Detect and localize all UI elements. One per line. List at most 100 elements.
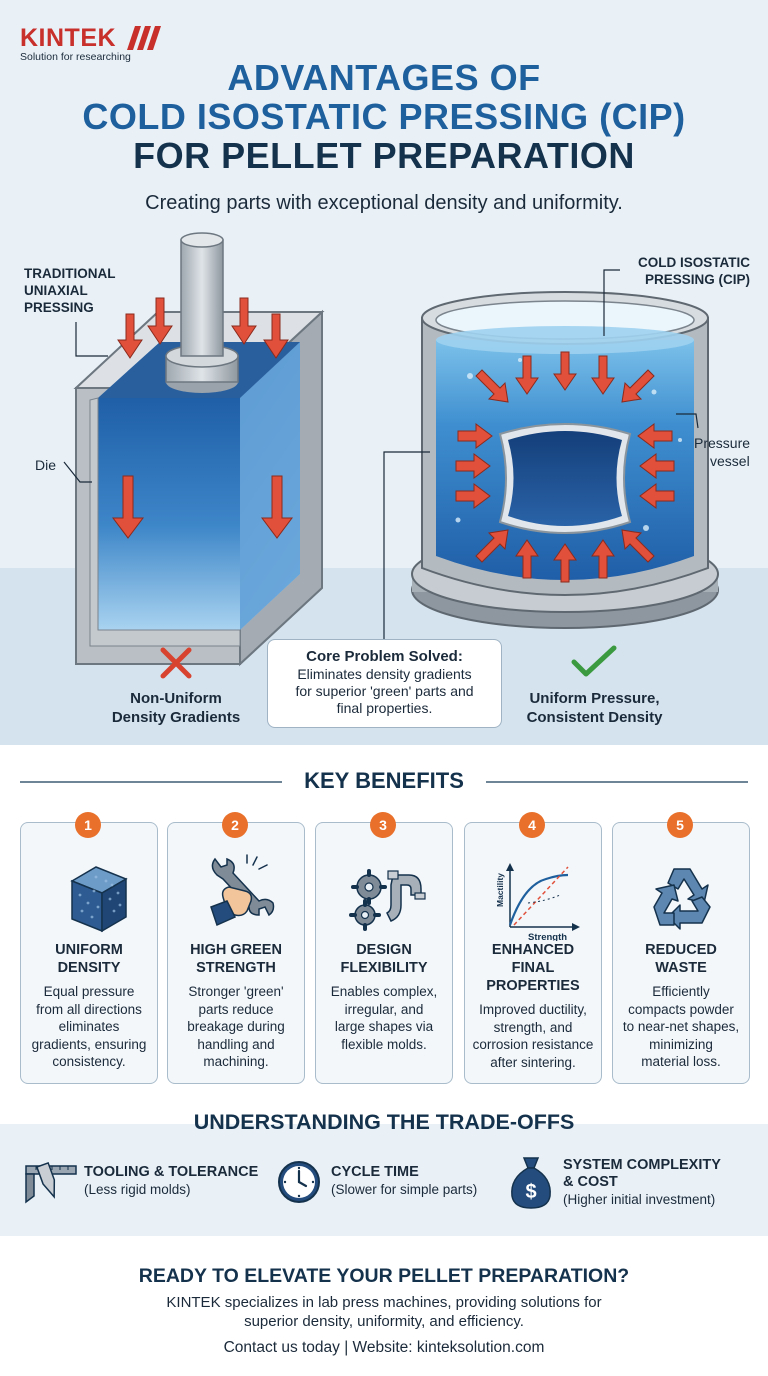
vessel-label: Pressure vessel	[694, 434, 750, 470]
cta-line-2: superior density, uniformity, and effici…	[244, 1313, 524, 1330]
benefit-number-badge: 2	[222, 812, 248, 838]
benefit-text-line: after sintering.	[490, 1054, 576, 1070]
benefit-card-5: 5 REDUCED WASTE Efficiently compacts pow…	[612, 812, 750, 1084]
uniaxial-label-line-2: UNIAXIAL	[24, 283, 88, 298]
cip-vessel-drawing	[383, 269, 719, 640]
bad-verdict-line-2: Density Gradients	[111, 709, 241, 726]
tradeoff-title: CYCLE TIME	[331, 1164, 419, 1180]
benefit-text: Enables complex, irregular, and large sh…	[320, 983, 448, 1053]
benefit-number-badge: 4	[519, 812, 545, 838]
page-title: ADVANTAGES OF COLD ISOSTATIC PRESSING (C…	[0, 58, 768, 175]
gears-pipe-icon	[349, 869, 426, 931]
brand-logo[interactable]: KINTEK Solution for researching	[20, 24, 163, 63]
cip-label: COLD ISOSTATIC PRESSING (CIP)	[630, 254, 750, 288]
core-line-1: Eliminates density gradients	[297, 666, 472, 682]
benefit-text-line: Equal pressure	[43, 984, 135, 999]
benefit-text-line: consistency.	[52, 1054, 126, 1069]
tradeoff-title-line-2: & COST	[563, 1174, 618, 1190]
benefit-title-line-1: HIGH GREEN	[190, 942, 282, 958]
benefit-title-line-2: FINAL	[511, 960, 555, 976]
brand-tagline: Solution for researching	[20, 51, 131, 63]
wrench-hand-icon	[210, 854, 275, 927]
ductility-chart-icon: Mactility Strength	[495, 863, 580, 941]
benefit-title-line-2: FLEXIBILITY	[340, 960, 428, 976]
benefit-text-line: breakage during	[187, 1019, 285, 1034]
benefit-text-line: material loss.	[641, 1054, 721, 1069]
benefit-title: REDUCED WASTE	[613, 941, 749, 977]
tradeoffs-section	[0, 1124, 768, 1236]
vessel-label-line-1: Pressure	[694, 435, 751, 451]
benefits-heading: KEY BENEFITS	[304, 768, 464, 793]
cip-label-line-2: PRESSING (CIP)	[644, 272, 750, 287]
die-label: Die	[35, 457, 57, 473]
density-cube-icon	[70, 866, 128, 933]
tradeoff-subtitle: (Slower for simple parts)	[331, 1182, 478, 1197]
uniaxial-label-line-3: PRESSING	[24, 300, 94, 315]
check-icon	[571, 645, 617, 677]
recycle-icon	[653, 868, 711, 930]
good-verdict-line-2: Consistent Density	[526, 709, 663, 726]
benefit-text-line: parts reduce	[198, 1001, 274, 1017]
core-problem-text: Eliminates density gradients for superio…	[268, 666, 501, 717]
good-verdict-line-1: Uniform Pressure,	[529, 690, 660, 707]
bad-verdict-line-1: Non-Uniform	[130, 690, 222, 707]
brand-slashes-icon	[126, 26, 161, 50]
benefit-card-4: 4 Mactility Strength ENHANCED FINAL PROP…	[464, 812, 602, 1084]
benefit-title-line-1: ENHANCED	[491, 942, 575, 958]
benefit-text-line: compacts powder	[628, 1001, 734, 1017]
benefit-title-line-2: DENSITY	[57, 960, 121, 976]
benefit-title-line-3: PROPERTIES	[486, 978, 580, 994]
benefit-title-line-1: REDUCED	[645, 942, 717, 958]
chart-x-label: Strength	[528, 932, 567, 941]
vessel-label-line-2: vessel	[710, 453, 750, 469]
tradeoff-title-line-1: SYSTEM COMPLEXITY	[563, 1157, 721, 1173]
cta-title: READY TO ELEVATE YOUR PELLET PREPARATION…	[138, 1265, 630, 1287]
tradeoff-tooling: TOOLING & TOLERANCE (Less rigid molds)	[84, 1164, 258, 1198]
benefits-rule-left	[20, 781, 282, 783]
title-line-1: ADVANTAGES OF	[227, 57, 541, 98]
good-verdict: Uniform Pressure, Consistent Density	[512, 689, 677, 727]
benefit-number-badge: 3	[370, 812, 396, 838]
benefit-text-line: corrosion resistance	[472, 1037, 594, 1052]
tradeoff-subtitle: (Higher initial investment)	[563, 1192, 716, 1207]
tradeoff-cycle-time: CYCLE TIME (Slower for simple parts)	[331, 1164, 477, 1198]
benefit-text: Stronger 'green' parts reduce breakage d…	[172, 983, 300, 1071]
benefit-text-line: machining.	[203, 1054, 269, 1069]
benefits-rule-right	[486, 781, 748, 783]
benefit-text-line: strength, and	[493, 1019, 573, 1035]
brand-name: KINTEK	[20, 24, 117, 52]
money-bag-icon: $	[511, 1157, 551, 1209]
benefit-number-badge: 5	[667, 812, 693, 838]
benefit-text-line: large shapes via	[334, 1019, 434, 1034]
benefit-text-line: Improved ductility,	[479, 1002, 587, 1017]
benefit-text-line: minimizing	[649, 1036, 713, 1052]
benefit-text-line: Enables complex,	[330, 984, 438, 999]
title-line-3: FOR PELLET PREPARATION	[133, 135, 635, 176]
tradeoff-title: TOOLING & TOLERANCE	[84, 1164, 259, 1180]
uniaxial-label-line-1: TRADITIONAL	[24, 266, 116, 281]
comparison-illustration	[63, 232, 719, 679]
bad-verdict: Non-Uniform Density Gradients	[96, 689, 256, 727]
cta-contact-link[interactable]: Contact us today | Website: kinteksoluti…	[223, 1339, 545, 1356]
benefit-title-line-1: DESIGN	[356, 942, 412, 958]
svg-text:$: $	[525, 1181, 536, 1203]
core-line-2: for superior 'green' parts and	[295, 683, 474, 699]
benefit-text-line: Efficiently	[652, 984, 710, 999]
clock-icon	[278, 1161, 320, 1203]
title-line-2: COLD ISOSTATIC PRESSING (CIP)	[82, 96, 686, 137]
benefit-text-line: gradients, ensuring	[31, 1036, 147, 1052]
tradeoff-cost: SYSTEM COMPLEXITY & COST (Higher initial…	[563, 1157, 721, 1208]
benefit-number-badge: 1	[75, 812, 101, 838]
cross-icon	[160, 647, 192, 679]
cip-label-line-1: COLD ISOSTATIC	[638, 255, 750, 270]
chart-y-label: Mactility	[495, 873, 505, 907]
benefit-text-line: flexible molds.	[341, 1036, 427, 1052]
core-problem-box: Core Problem Solved: Eliminates density …	[267, 639, 502, 728]
cta-text: KINTEK specializes in lab press machines…	[0, 1293, 768, 1331]
benefit-text-line: Stronger 'green'	[188, 984, 284, 999]
benefit-title-line-2: STRENGTH	[196, 960, 276, 976]
benefit-text-line: handling and	[197, 1036, 275, 1052]
benefit-text-line: to near-net shapes,	[622, 1019, 740, 1034]
benefit-title-line-1: UNIFORM	[55, 942, 123, 958]
benefit-card-2: 2 HIGH GREEN STRENGTH Stronger 'green' p…	[167, 812, 305, 1084]
